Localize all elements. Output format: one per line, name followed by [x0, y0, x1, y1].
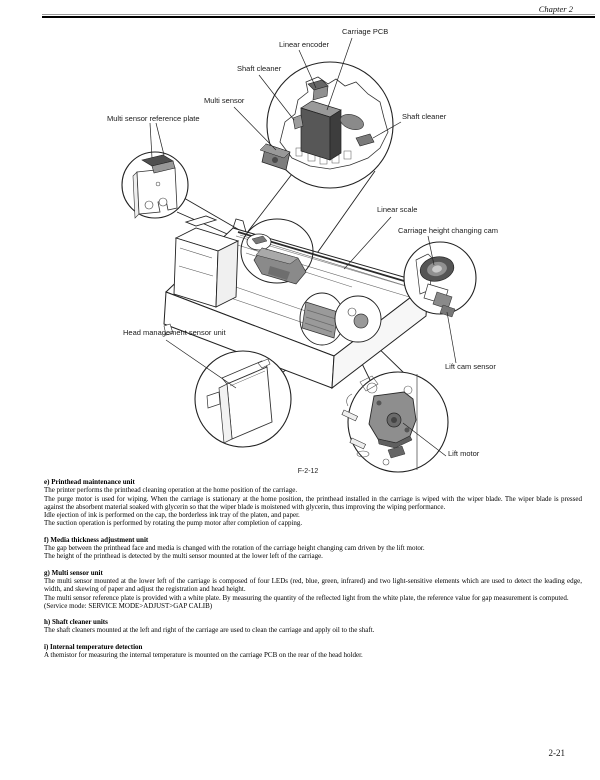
- section-internal-temperature: i) Internal temperature detection A them…: [44, 643, 582, 660]
- machine-assembly: [163, 215, 441, 390]
- detail-circle-reference-plate: [121, 151, 189, 219]
- reference-plate-light: [151, 160, 176, 174]
- lift-motor-part: [368, 391, 417, 459]
- figure-label-carriage-pcb: Carriage PCB: [342, 27, 389, 36]
- paragraph: The gap between the printhead face and m…: [44, 544, 425, 553]
- paragraph: (Service mode: SERVICE MODE>ADJUST>GAP C…: [44, 601, 213, 610]
- figure-label-carriage-height-changing-cam: Carriage height changing cam: [398, 226, 499, 235]
- figure-label-multi-sensor-reference-plate: Multi sensor reference plate: [107, 114, 200, 123]
- figure-label-linear-encoder: Linear encoder: [279, 40, 330, 49]
- reference-plate-on-machine: [251, 235, 268, 245]
- section-shaft-cleaner: h) Shaft cleaner units The shaft cleaner…: [44, 618, 582, 635]
- section-printhead-maintenance: e) Printhead maintenance unit The printe…: [44, 478, 582, 528]
- linear-encoder-part: [307, 79, 329, 101]
- paragraph: The shaft cleaners mounted at the left a…: [44, 626, 375, 635]
- label-leader-lines: [149, 37, 457, 457]
- figure-label-head-management-sensor-unit: Head management sensor unit: [123, 328, 226, 337]
- section-heading: g) Multi sensor unit: [44, 568, 103, 577]
- detail-circle-carriage: [259, 61, 394, 189]
- figure-caption: F-2-12: [297, 468, 319, 475]
- body-text: e) Printhead maintenance unit The printe…: [44, 478, 582, 667]
- detail-circle-head-mgmt: [194, 350, 292, 448]
- paragraph: The printer performs the printhead clean…: [44, 486, 298, 495]
- paragraph: The height of the printhead is detected …: [44, 552, 323, 561]
- screw-parts: [341, 409, 366, 450]
- chapter-header: Chapter 2: [538, 4, 573, 14]
- section-heading: f) Media thickness adjustment unit: [44, 535, 149, 544]
- figure-f-2-12: Carriage PCB Linear encoder Shaft cleane…: [107, 27, 499, 475]
- figure-label-linear-scale: Linear scale: [377, 205, 418, 214]
- figure-label-lift-cam-sensor: Lift cam sensor: [445, 362, 496, 371]
- figure-diagram: [121, 37, 477, 473]
- paragraph: The multi sensor mounted at the lower le…: [44, 576, 582, 594]
- multi-sensor-part: [259, 143, 291, 171]
- shaft-cleaner-parts: [292, 114, 375, 147]
- figure-label-lift-motor: Lift motor: [448, 449, 480, 458]
- section-heading: i) Internal temperature detection: [44, 642, 143, 651]
- header-rule-thick: [42, 16, 595, 18]
- paragraph: The suction operation is performed by ro…: [44, 519, 303, 528]
- carriage-pcb-part: [300, 100, 342, 161]
- section-heading: h) Shaft cleaner units: [44, 618, 108, 627]
- section-heading: e) Printhead maintenance unit: [44, 478, 135, 486]
- paragraph: The purge motor is used for wiping. When…: [44, 494, 582, 511]
- figure-label-shaft-cleaner-right: Shaft cleaner: [402, 112, 447, 121]
- figure-label-shaft-cleaner-left: Shaft cleaner: [237, 64, 282, 73]
- detail-circle-cam: [403, 241, 477, 318]
- head-mgmt-on-machine: [301, 301, 339, 339]
- section-multi-sensor: g) Multi sensor unit The multi sensor mo…: [44, 569, 582, 610]
- purge-unit-block: [163, 215, 240, 336]
- figure-label-multi-sensor: Multi sensor: [204, 96, 245, 105]
- paragraph: Idle ejection of ink is performed on the…: [44, 511, 300, 520]
- header-rule-thin: [42, 14, 595, 15]
- section-media-thickness: f) Media thickness adjustment unit The g…: [44, 536, 582, 561]
- page-number: 2-21: [548, 748, 566, 758]
- carriage-on-machine: [253, 247, 307, 285]
- detail-circle-lift-motor: [341, 371, 449, 473]
- paragraph: A themistor for measuring the internal t…: [44, 651, 363, 660]
- paragraph: The multi sensor reference plate is prov…: [44, 593, 569, 602]
